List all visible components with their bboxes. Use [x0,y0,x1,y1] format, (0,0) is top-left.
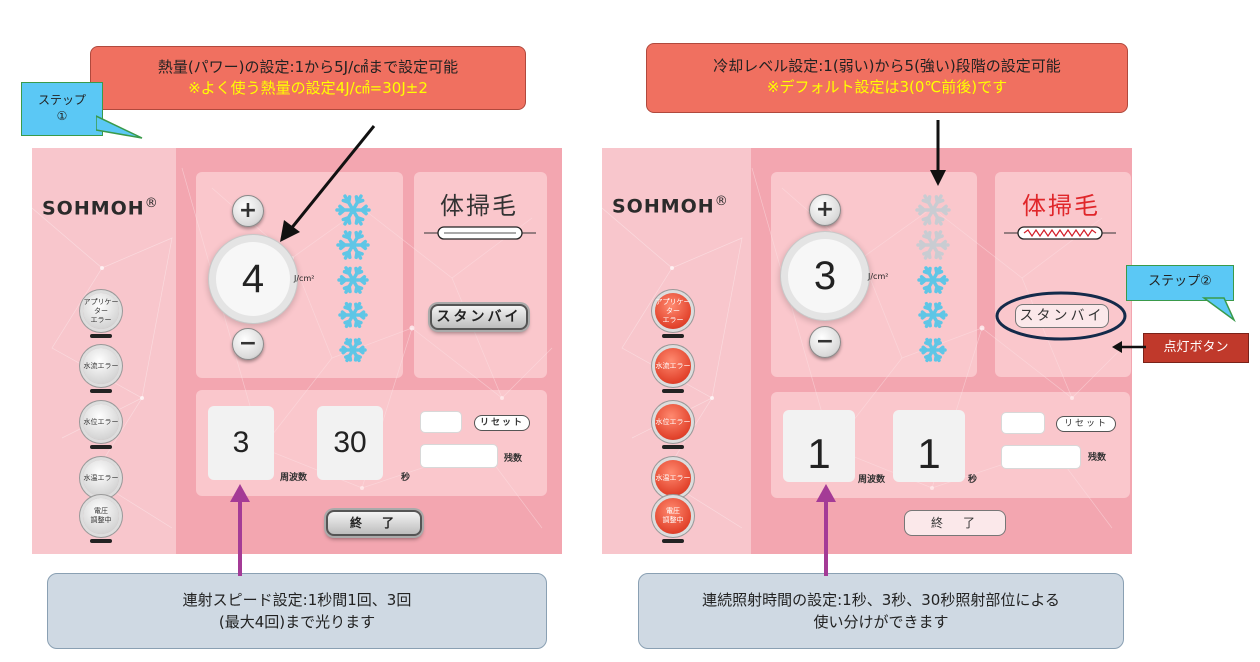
indicator-label: 水温エラー [655,473,691,482]
indicator-label: アプ゚リケーター エラー [655,297,691,324]
reset-button[interactable]: リセット [474,415,530,431]
indicator-label: 電圧 調整中 [90,507,112,524]
standby-button[interactable]: スタンバイ [430,304,528,330]
indicator-light: 水位エラー [83,404,119,449]
speed-callout-arrow [230,484,250,576]
cooling-level-snowflakes[interactable] [915,192,951,364]
indicator-label: 水流エラー [655,361,691,370]
right-device-panel: SOHMOH® アプ゚リケーター エラー水流エラー水位エラー水温エラー電圧 調整… [602,148,1132,554]
seconds-display: 1 [893,410,965,482]
snowflake-icon[interactable] [917,266,949,294]
snowflake-icon[interactable] [336,230,370,260]
snowflake-icon[interactable] [337,266,369,294]
heat-unit-label: J/cm² [868,272,889,281]
snowflake-icon[interactable] [918,301,948,329]
indicator-light: 水流エラー [655,348,691,393]
cooling-callout-line2: ※デフォルト設定は3(0℃前後)です [766,78,1008,96]
highlight-ellipse [995,291,1127,341]
heat-value-display: 4 [216,242,290,316]
snowflake-icon[interactable] [915,194,951,226]
standby-button[interactable]: スタンバイ [1015,304,1109,328]
indicator-light: 電圧 調整中 [655,498,691,543]
step1-tag: ステップ ① [21,82,103,136]
mode-title: 体掃毛 [440,192,518,220]
frequency-label: 周波数 [280,473,308,483]
step2-tag: ステップ② [1126,265,1234,301]
remaining-label: 残数 [1088,453,1107,463]
speed-callout-line1: 連射スピード設定:1秒間1回、3回 [182,591,412,609]
mode-box [414,172,547,378]
light-button-tag: 点灯ボタン [1143,333,1249,363]
logo-text: SOHMOH [42,197,145,220]
indicator-label: 電圧 調整中 [662,507,684,524]
speed-setting-callout: 連射スピード設定:1秒間1回、3回 (最大4回)まで光ります [47,573,547,649]
lamp-icon [424,226,536,240]
reset-button[interactable]: リセット [1056,416,1116,432]
indicator-light: 水温エラー [655,460,691,505]
cooling-setting-callout: 冷却レベル設定:1(弱い)から5(強い)段階の設定可能 ※デフォルト設定は3(0… [646,43,1128,113]
duration-callout-line1: 連続照射時間の設定:1秒、3秒、30秒照射部位による [702,591,1060,609]
indicator-label: アプ゚リケーター エラー [83,297,119,324]
heat-callout-line2: ※よく使う熱量の設定4J/㎠=30J±2 [188,79,428,97]
end-button[interactable]: 終 了 [326,510,422,536]
logo: SOHMOH® [612,194,729,217]
logo: SOHMOH® [42,196,159,219]
seconds-display: 30 [317,406,383,480]
mode-box [995,172,1131,377]
mode-title: 体掃毛 [1022,192,1100,220]
remaining-label: 残数 [504,454,523,464]
indicator-light: 水流エラー [83,348,119,393]
logo-text: SOHMOH [612,195,715,218]
cooling-callout-arrow [930,120,946,186]
snowflake-icon[interactable] [919,337,947,363]
frequency-display: 1 [783,410,855,482]
duration-callout-line2: 使い分けができます [813,613,949,631]
remaining-field [420,444,498,468]
left-device-panel: SOHMOH® アプ゚リケーター エラー水流エラー水位エラー水温エラー電圧 調整… [32,148,562,554]
step1-line1: ステップ [37,93,86,107]
indicator-label: 水温エラー [83,473,119,482]
snowflake-icon[interactable] [338,301,368,329]
speed-callout-line2: (最大4回)まで光ります [218,613,376,631]
indicator-light: 水位エラー [655,404,691,449]
indicator-label: 水流エラー [83,361,119,370]
counter-field [420,411,462,433]
cooling-callout-line1: 冷却レベル設定:1(弱い)から5(強い)段階の設定可能 [713,57,1061,75]
heat-unit-label: J/cm² [294,274,315,283]
registered-mark: ® [144,196,159,211]
heat-value-display: 3 [788,239,862,313]
end-button[interactable]: 終 了 [904,510,1006,536]
step1-line2: ① [56,109,68,123]
light-tag-arrow [1112,341,1146,353]
heat-plus-button[interactable]: + [809,194,841,226]
registered-mark: ® [714,194,729,209]
snowflake-icon[interactable] [916,230,950,260]
heat-minus-button[interactable]: − [232,328,264,360]
indicator-light: アプ゚リケーター エラー [83,293,119,338]
cooling-level-snowflakes[interactable] [335,192,371,364]
heat-setting-callout: 熱量(パワー)の設定:1から5J/㎠まで設定可能 ※よく使う熱量の設定4J/㎠=… [90,46,526,110]
step1-tail [96,115,143,139]
heat-callout-line1: 熱量(パワー)の設定:1から5J/㎠まで設定可能 [157,58,459,76]
indicator-light: アプ゚リケーター エラー [655,293,691,338]
duration-setting-callout: 連続照射時間の設定:1秒、3秒、30秒照射部位による 使い分けができます [638,573,1124,649]
step2-tail [1201,297,1236,323]
lamp-lit-icon [1004,226,1116,240]
heat-plus-button[interactable]: + [232,195,264,227]
seconds-label: 秒 [968,475,978,485]
indicator-label: 水位エラー [655,417,691,426]
indicator-light: 電圧 調整中 [83,498,119,543]
heat-minus-button[interactable]: − [809,326,841,358]
indicator-label: 水位エラー [83,417,119,426]
frequency-display: 3 [208,406,274,480]
counter-field [1001,412,1045,434]
heat-callout-arrow [280,125,376,242]
frequency-label: 周波数 [858,475,886,485]
indicator-light: 水温エラー [83,460,119,505]
remaining-field [1001,445,1081,469]
duration-callout-arrow [816,484,836,576]
snowflake-icon[interactable] [339,337,367,363]
snowflake-icon[interactable] [335,194,371,226]
seconds-label: 秒 [401,473,411,483]
